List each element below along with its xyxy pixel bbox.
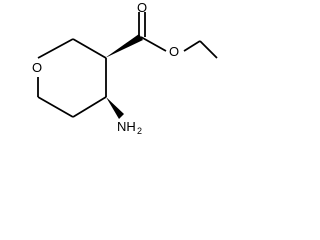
bond-ch2-to-ch3	[199, 40, 218, 59]
amine-subscript-label: 2	[137, 126, 142, 136]
bond-ring-c5-to-c6	[37, 96, 74, 118]
bond-ring-o-to-c2	[37, 38, 74, 59]
ring-oxygen-label: O	[32, 60, 42, 75]
carbonyl-oxygen-label: O	[137, 0, 147, 15]
bond-ring-c2-to-c3	[72, 38, 107, 59]
bond-ring-c4-to-c5	[72, 96, 107, 118]
wedge-bond-c3-to-carboxyl	[105, 34, 143, 58]
ester-oxygen-label: O	[169, 44, 179, 59]
bond-carboxyl-to-ester-o	[140, 36, 167, 52]
molecule-structure: O O O NH 2	[32, 0, 218, 136]
wedge-bond-c4-to-amine	[106, 97, 124, 119]
amine-label: NH	[117, 119, 136, 134]
bond-ester-o-to-ch2	[183, 40, 201, 52]
